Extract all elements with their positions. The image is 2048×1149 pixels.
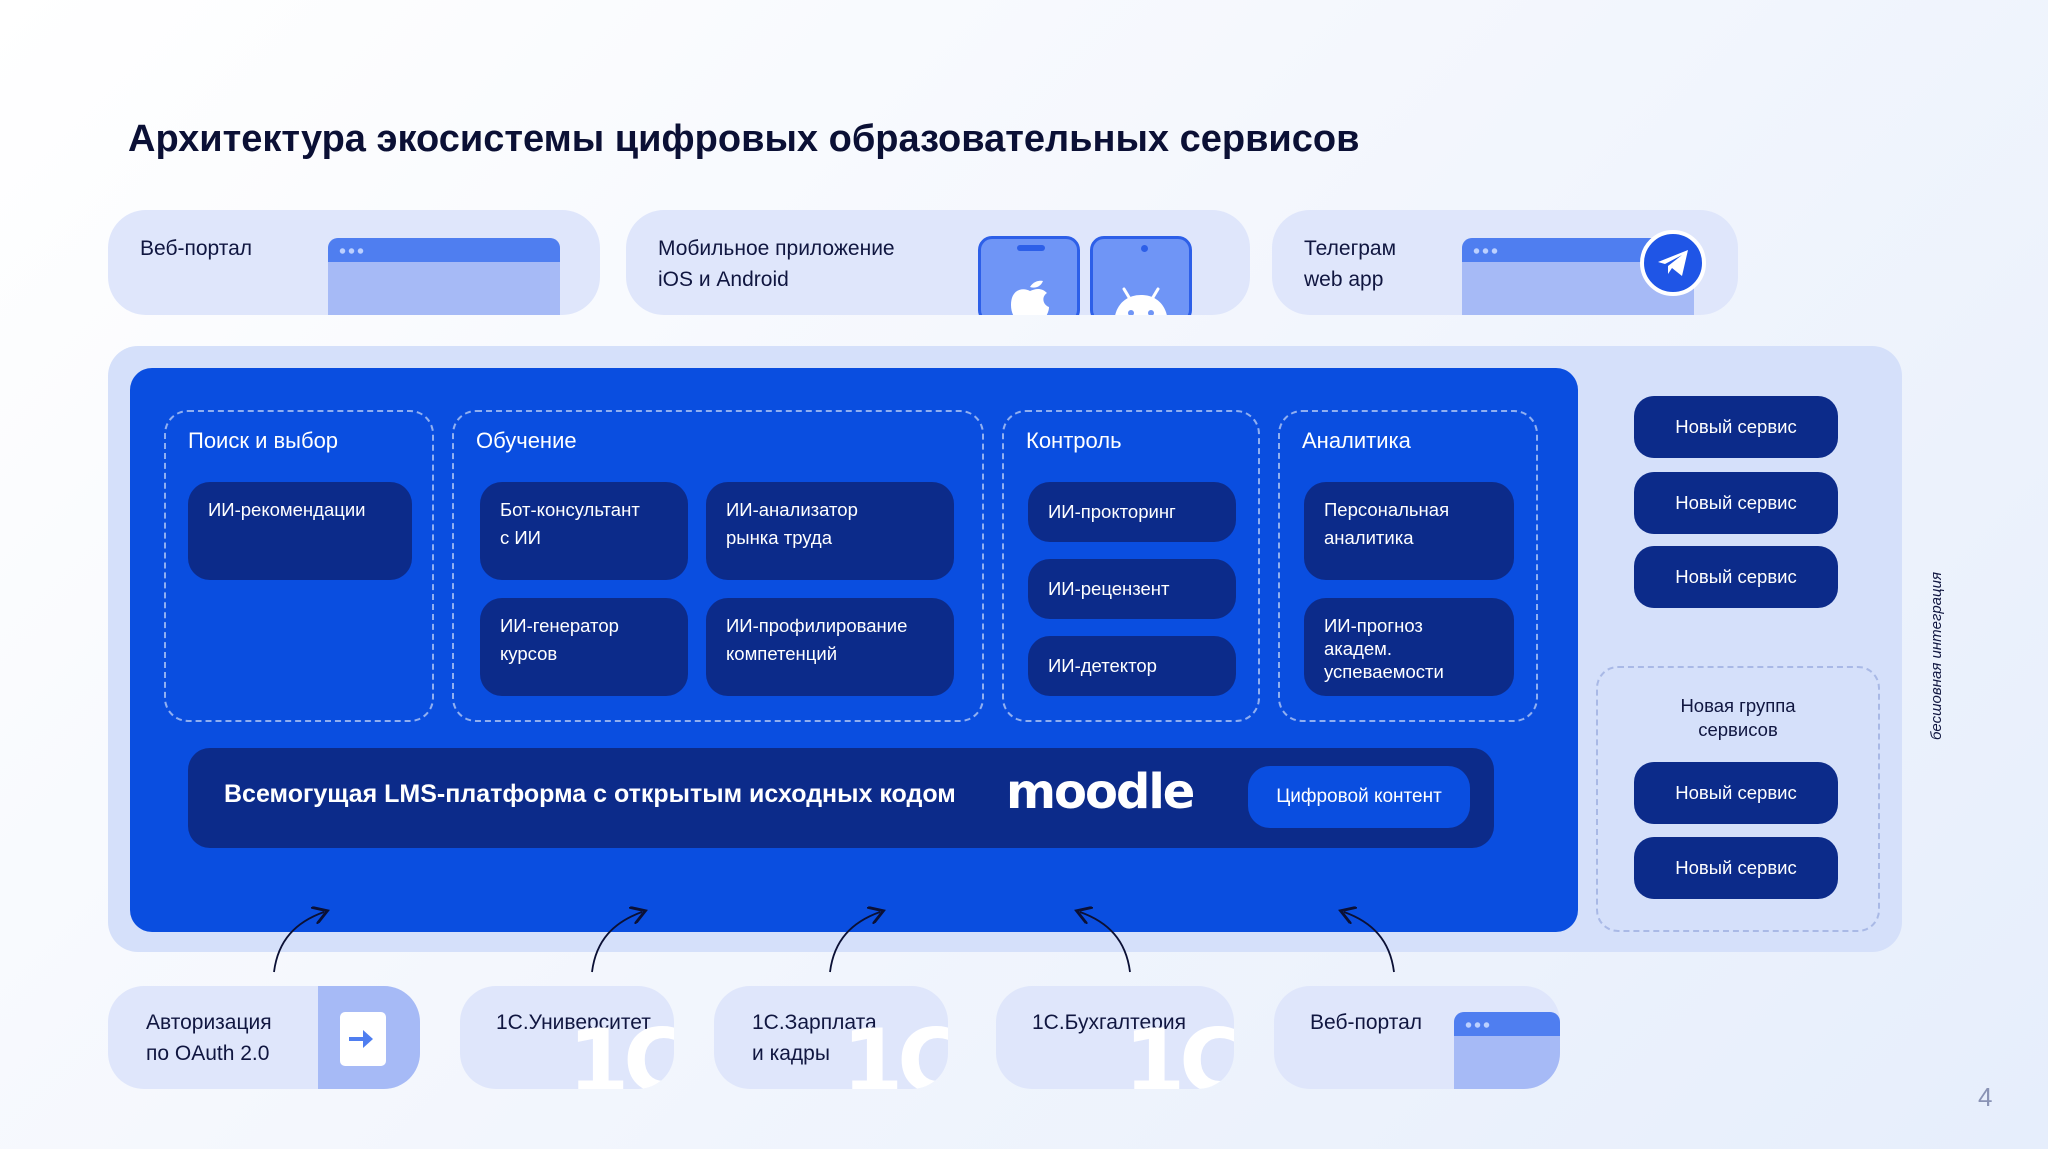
group-control-title: Контроль bbox=[1026, 428, 1122, 453]
bottom-web-portal-label: Веб-портал bbox=[1310, 1011, 1423, 1034]
onec-logo-icon: 1C bbox=[568, 1010, 674, 1089]
onec-accounting-label: 1С.Бухгалтерия bbox=[1032, 1011, 1186, 1034]
onec-accounting-card[interactable]: 1С.Бухгалтерия 1C bbox=[996, 986, 1234, 1089]
onec-university-label: 1С.Университет bbox=[496, 1011, 651, 1034]
onec-logo-icon: 1C bbox=[842, 1010, 948, 1089]
login-icon bbox=[340, 1012, 386, 1066]
service-ai-proctoring[interactable]: ИИ-прокторинг bbox=[1028, 482, 1236, 542]
service-ai-detector[interactable]: ИИ-детектор bbox=[1028, 636, 1236, 696]
group-search-title: Поиск и выбор bbox=[188, 428, 339, 453]
onec-university-card[interactable]: 1С.Университет 1C bbox=[460, 986, 674, 1089]
arrow-university bbox=[591, 912, 642, 973]
lms-platform-label: Всемогущая LMS-платформа с открытым исхо… bbox=[224, 780, 956, 808]
web-portal-label: Веб-портал bbox=[140, 237, 253, 260]
onec-logo-icon: 1C bbox=[1124, 1010, 1234, 1089]
oauth-card[interactable]: Авторизация по OAuth 2.0 bbox=[108, 986, 420, 1089]
login-panel bbox=[318, 986, 420, 1089]
android-icon bbox=[1115, 287, 1167, 315]
service-ai-recommendations[interactable]: ИИ-рекомендации bbox=[188, 482, 412, 580]
service-competency-profiling[interactable]: ИИ-профилирование компетенций bbox=[706, 598, 954, 696]
service-personal-analytics[interactable]: Персональная аналитика bbox=[1304, 482, 1514, 580]
service-course-generator[interactable]: ИИ-генератор курсов bbox=[480, 598, 688, 696]
browser-window-icon bbox=[328, 238, 560, 315]
mobile-app-label: Мобильное приложение iOS и Android bbox=[658, 237, 895, 291]
arrow-oauth bbox=[273, 912, 324, 973]
service-performance-forecast[interactable]: ИИ-прогноз академ. успеваемости bbox=[1304, 598, 1514, 696]
android-phone-icon bbox=[1090, 236, 1192, 315]
group-learning-title: Обучение bbox=[476, 428, 577, 453]
service-bot-consultant[interactable]: Бот-консультант с ИИ bbox=[480, 482, 688, 580]
arrow-web-portal bbox=[1344, 912, 1395, 973]
apple-icon bbox=[1011, 280, 1049, 315]
new-service-button[interactable]: Новый сервис bbox=[1634, 762, 1838, 824]
oauth-label: Авторизация по OAuth 2.0 bbox=[146, 1011, 272, 1065]
onec-salary-card[interactable]: 1С.Зарплата и кадры 1C bbox=[714, 986, 948, 1089]
telegram-card[interactable]: Телеграм web app bbox=[1272, 210, 1738, 315]
telegram-icon bbox=[1640, 230, 1706, 296]
browser-window-icon bbox=[1454, 1012, 1560, 1089]
telegram-label: Телеграм web app bbox=[1304, 237, 1397, 291]
service-ai-reviewer[interactable]: ИИ-рецензент bbox=[1028, 559, 1236, 619]
ios-phone-icon bbox=[978, 236, 1080, 315]
group-analytics-title: Аналитика bbox=[1302, 428, 1411, 453]
bottom-web-portal-card[interactable]: Веб-портал bbox=[1274, 986, 1560, 1089]
new-group-title: Новая группа сервисов bbox=[1680, 695, 1796, 740]
digital-content-button[interactable]: Цифровой контент bbox=[1248, 766, 1470, 828]
new-service-button[interactable]: Новый сервис bbox=[1634, 472, 1838, 534]
group-learning: Обучение bbox=[452, 410, 984, 722]
new-service-button[interactable]: Новый сервис bbox=[1634, 837, 1838, 899]
page-number: 4 bbox=[1978, 1082, 1993, 1112]
new-service-button[interactable]: Новый сервис bbox=[1634, 546, 1838, 608]
new-service-group: Новая группа сервисов bbox=[1596, 666, 1880, 932]
lms-platform-bar: Всемогущая LMS-платформа с открытым исхо… bbox=[188, 748, 1494, 848]
group-analytics: Аналитика bbox=[1278, 410, 1538, 722]
mobile-app-card[interactable]: Мобильное приложение iOS и Android bbox=[626, 210, 1250, 315]
group-search: Поиск и выбор bbox=[164, 410, 434, 722]
moodle-logo: moodle bbox=[1006, 764, 1195, 820]
page-title: Архитектура экосистемы цифровых образова… bbox=[128, 118, 1360, 160]
arrow-accounting bbox=[1080, 912, 1131, 973]
group-control: Контроль bbox=[1002, 410, 1260, 722]
web-portal-card[interactable]: Веб-портал bbox=[108, 210, 600, 315]
new-service-button[interactable]: Новый сервис bbox=[1634, 396, 1838, 458]
arrow-salary bbox=[829, 912, 880, 973]
onec-salary-label: 1С.Зарплата и кадры bbox=[752, 1011, 877, 1065]
service-labor-market-analyzer[interactable]: ИИ-анализатор рынка труда bbox=[706, 482, 954, 580]
